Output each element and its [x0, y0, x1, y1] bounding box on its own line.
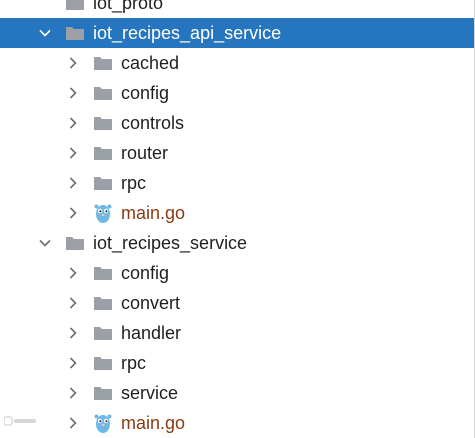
tree-item-main-go[interactable]: main.go — [0, 408, 474, 438]
tree-item-label: rpc — [121, 173, 147, 193]
folder-icon — [92, 108, 114, 138]
tree-item-rpc[interactable]: rpc — [0, 348, 474, 378]
chevron-down-icon[interactable] — [37, 18, 53, 48]
chevron-right-icon[interactable] — [65, 108, 81, 138]
chevron-right-icon[interactable] — [65, 48, 81, 78]
folder-icon — [92, 48, 114, 78]
folder-icon — [64, 18, 86, 48]
tree-item-convert[interactable]: convert — [0, 288, 474, 318]
tree-item-service[interactable]: service — [0, 378, 474, 408]
folder-icon — [64, 228, 86, 258]
folder-icon — [92, 348, 114, 378]
folder-icon — [92, 258, 114, 288]
tree-item-label: iot_recipes_service — [93, 233, 248, 253]
tree-item-rpc[interactable]: rpc — [0, 168, 474, 198]
watermark — [4, 413, 38, 429]
tree-item-label: cached — [121, 53, 180, 73]
chevron-right-icon[interactable] — [65, 138, 81, 168]
watermark-icon — [4, 416, 36, 426]
tree-item-label: service — [121, 383, 179, 403]
folder-icon — [92, 78, 114, 108]
tree-item-config[interactable]: config — [0, 258, 474, 288]
tree-item-router[interactable]: router — [0, 138, 474, 168]
chevron-right-icon[interactable] — [65, 378, 81, 408]
folder-icon — [92, 378, 114, 408]
tree-item-cached[interactable]: cached — [0, 48, 474, 78]
tree-item-label: main.go — [121, 413, 186, 433]
tree-item-label: controls — [121, 113, 185, 133]
chevron-right-icon[interactable] — [65, 198, 81, 228]
gopher-icon — [92, 408, 114, 438]
tree-item-iot-recipes-api-service[interactable]: iot_recipes_api_service — [0, 18, 474, 48]
folder-icon — [92, 168, 114, 198]
tree-item-iot-recipes-service[interactable]: iot_recipes_service — [0, 228, 474, 258]
folder-icon — [64, 0, 86, 18]
chevron-down-icon[interactable] — [37, 228, 53, 258]
chevron-right-icon[interactable] — [65, 318, 81, 348]
tree-item-label: iot_recipes_api_service — [93, 23, 282, 43]
chevron-right-icon[interactable] — [65, 168, 81, 198]
tree-item-label: config — [121, 263, 170, 283]
tree-item-iot-proto[interactable]: iot_proto — [0, 0, 474, 18]
folder-icon — [92, 138, 114, 168]
chevron-right-icon[interactable] — [65, 408, 81, 438]
chevron-right-icon[interactable] — [65, 258, 81, 288]
chevron-right-icon[interactable] — [65, 348, 81, 378]
tree-item-label: iot_proto — [93, 0, 164, 13]
folder-icon — [92, 318, 114, 348]
tree-item-label: rpc — [121, 353, 147, 373]
tree-item-handler[interactable]: handler — [0, 318, 474, 348]
gopher-icon — [92, 198, 114, 228]
tree-item-label: main.go — [121, 203, 186, 223]
tree-item-label: router — [121, 143, 169, 163]
chevron-right-icon[interactable] — [65, 288, 81, 318]
tree-item-label: handler — [121, 323, 182, 343]
tree-item-main-go[interactable]: main.go — [0, 198, 474, 228]
tree-item-label: convert — [121, 293, 181, 313]
chevron-right-icon[interactable] — [65, 78, 81, 108]
tree-item-controls[interactable]: controls — [0, 108, 474, 138]
tree-item-label: config — [121, 83, 170, 103]
folder-icon — [92, 288, 114, 318]
tree-item-config[interactable]: config — [0, 78, 474, 108]
